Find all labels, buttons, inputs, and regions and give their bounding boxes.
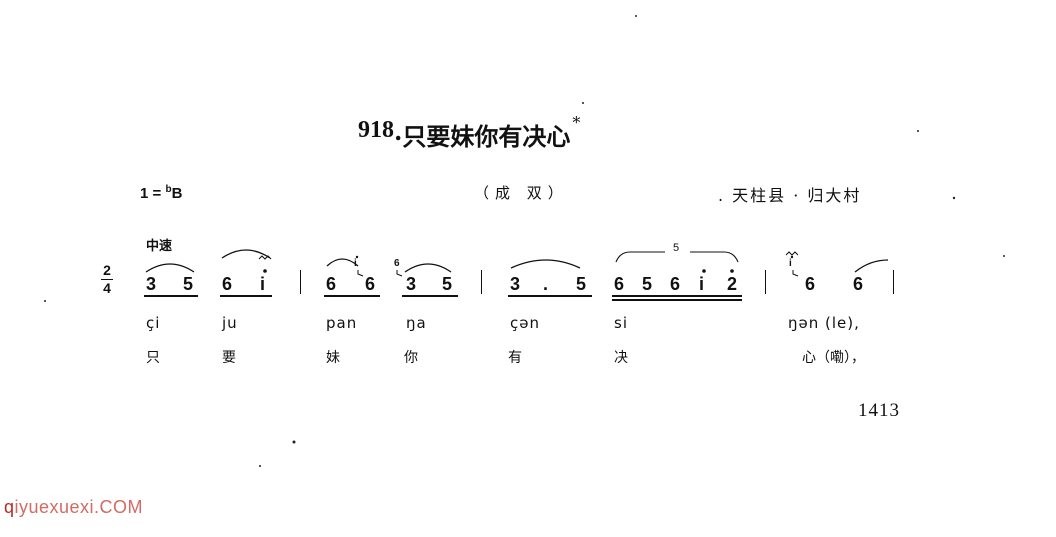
- tuplet-bracket: [690, 251, 739, 263]
- ornament: [258, 255, 272, 260]
- lyric-romanized: ŋa: [406, 314, 427, 332]
- octave-dot: [702, 269, 706, 273]
- note: 5: [642, 274, 653, 294]
- grace-note: 6: [394, 258, 400, 269]
- title-dot: .: [394, 117, 403, 146]
- note: 6: [853, 274, 864, 294]
- lyric-romanized: çən: [510, 314, 540, 332]
- beam: [220, 295, 272, 297]
- octave-dot: [730, 269, 734, 273]
- note: 5: [442, 274, 453, 294]
- lyric-chinese: 只: [146, 350, 160, 366]
- lyric-chinese: 要: [222, 350, 236, 366]
- beam: [612, 295, 742, 297]
- note: 2: [727, 274, 738, 294]
- grace-note: i: [789, 258, 792, 269]
- lyric-romanized: ju: [222, 314, 238, 332]
- page-number: 1413: [858, 400, 900, 421]
- beam: [612, 299, 742, 301]
- lyric-romanized: ŋən (le),: [788, 314, 860, 332]
- song-number: 918: [358, 117, 394, 143]
- barline: [765, 270, 766, 294]
- ornament: [785, 251, 799, 256]
- lyric-chinese: 有: [508, 350, 522, 366]
- beam: [402, 295, 458, 297]
- lyric-romanized: si: [614, 314, 628, 332]
- time-signature: 2 4: [100, 262, 114, 297]
- time-sig-bottom: 4: [103, 280, 111, 296]
- note: 6: [365, 274, 376, 294]
- lyric-chinese: 心（嘞），: [802, 350, 865, 366]
- watermark-text: iyuexuexi.COM: [14, 497, 144, 517]
- note: .: [543, 274, 549, 294]
- octave-dot: [790, 255, 794, 259]
- note: 5: [183, 274, 194, 294]
- note: i: [699, 274, 705, 294]
- note: 3: [406, 274, 417, 294]
- barline: [300, 270, 301, 294]
- barline: [481, 270, 482, 294]
- time-sig-top: 2: [103, 262, 111, 278]
- key-note: B: [171, 185, 183, 202]
- note: 6: [670, 274, 681, 294]
- lyric-chinese: 决: [614, 350, 628, 366]
- octave-dot: [263, 269, 267, 273]
- slur: [221, 249, 271, 259]
- title-asterisk: *: [572, 113, 581, 132]
- note: 6: [805, 274, 816, 294]
- key-prefix: 1 =: [140, 185, 162, 202]
- note: 6: [222, 274, 233, 294]
- beam: [324, 295, 380, 297]
- tuplet-number: 5: [673, 242, 680, 254]
- note: 3: [146, 274, 157, 294]
- lyric-romanized: çi: [146, 314, 161, 332]
- grace-tail: [396, 270, 403, 277]
- grace-tail: [792, 270, 799, 277]
- octave-dot: [355, 255, 359, 259]
- grace-tail: [357, 270, 364, 277]
- slur: [145, 263, 195, 273]
- barline: [893, 270, 894, 294]
- beam: [144, 295, 198, 297]
- slur: [854, 259, 889, 273]
- genre-label: （成 双）: [474, 184, 569, 202]
- note: 6: [326, 274, 337, 294]
- title-text: 只要妹你有决心: [402, 122, 571, 151]
- lyric-romanized: pan: [326, 314, 358, 332]
- site-watermark: qiyuexuexi.COM: [4, 497, 143, 518]
- note: i: [260, 274, 266, 294]
- slur: [326, 258, 359, 267]
- lyric-chinese: 妹: [326, 350, 340, 366]
- slur: [404, 263, 452, 273]
- slur: [510, 259, 581, 269]
- note: 3: [510, 274, 521, 294]
- key-signature: 1 = bB: [140, 184, 182, 202]
- song-title: 918 . 只要妹你有决心 *: [358, 113, 580, 152]
- tuplet-bracket: [615, 251, 665, 263]
- tempo-marking: 中速: [146, 239, 173, 254]
- key-flat: b: [165, 184, 172, 195]
- lyric-chinese: 你: [404, 350, 418, 366]
- note: 6: [614, 274, 625, 294]
- beam: [508, 295, 592, 297]
- watermark-q: q: [4, 497, 15, 517]
- note: 5: [576, 274, 587, 294]
- time-sig-line: [101, 279, 113, 280]
- source-label: . 天柱县 · 归大村: [718, 186, 862, 205]
